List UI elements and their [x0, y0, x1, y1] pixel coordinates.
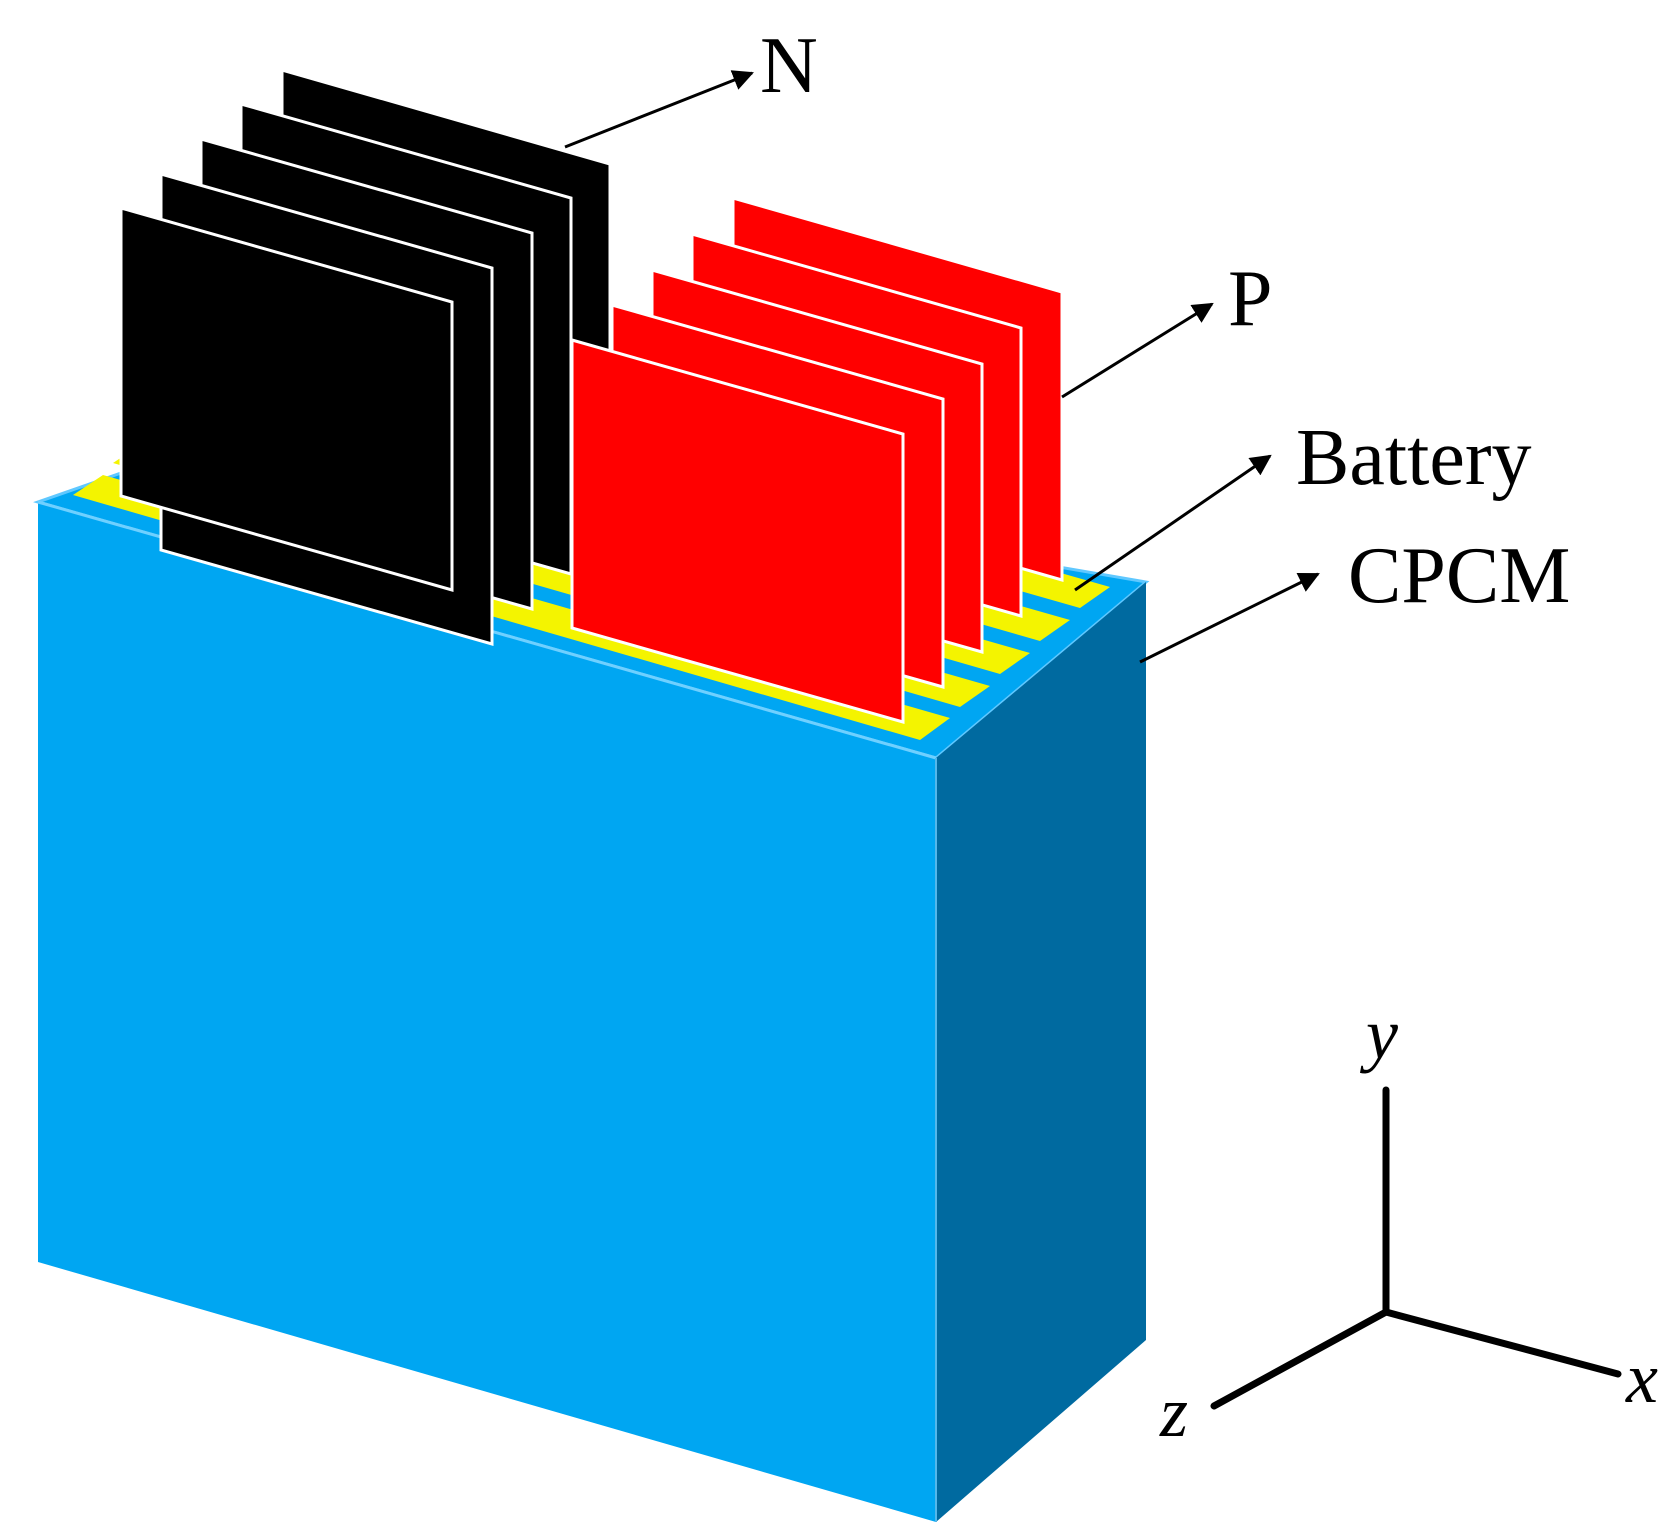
p-leader-arrow [1061, 302, 1214, 399]
p-label: P [1228, 255, 1273, 343]
x-axis [1382, 1308, 1622, 1378]
cpcm-side-face [936, 582, 1146, 1522]
negative-tab [119, 206, 454, 592]
callout-leaders [564, 70, 1320, 664]
x-axis-label: x [1625, 1338, 1658, 1418]
n-label: N [760, 22, 818, 110]
battery-leader-arrow [1074, 454, 1272, 592]
z-axis [1210, 1308, 1390, 1410]
z-axis-label: z [1159, 1372, 1188, 1452]
positive-tab [570, 338, 905, 724]
cpcm-label: CPCM [1348, 532, 1570, 620]
cpcm-leader-arrow [1139, 572, 1320, 664]
cpcm-front-face [38, 502, 936, 1522]
positive-tabs [570, 196, 1064, 724]
n-leader-arrow [564, 70, 754, 149]
battery-label: Battery [1296, 414, 1531, 502]
negative-tabs [119, 68, 612, 646]
y-axis-label: y [1359, 994, 1398, 1074]
coordinate-axes [1210, 1086, 1622, 1410]
